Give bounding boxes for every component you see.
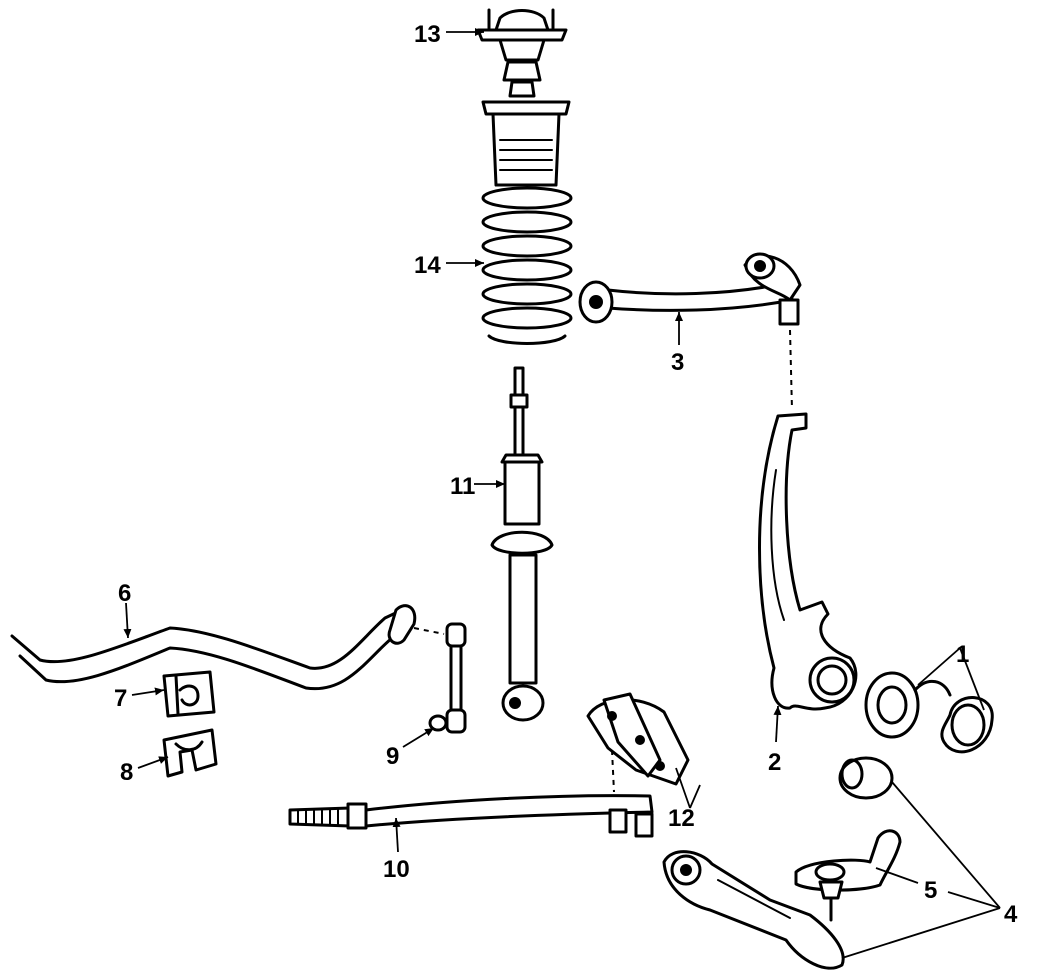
mounting-bracket-part <box>586 692 690 793</box>
callout-labels: 1 2 3 4 5 6 7 8 9 10 11 12 13 14 <box>114 21 1018 928</box>
callout-9: 9 <box>386 743 399 770</box>
callout-8: 8 <box>120 759 133 786</box>
hub-bearing-part <box>864 671 994 754</box>
callout-11: 11 <box>450 473 475 500</box>
stabilizer-bushing-part <box>162 670 216 718</box>
callout-6: 6 <box>118 580 131 607</box>
callout-3: 3 <box>671 349 684 376</box>
callout-14: 14 <box>414 252 441 279</box>
stabilizer-bar-part <box>10 604 445 691</box>
strut-mount-part <box>476 8 568 98</box>
callout-10: 10 <box>383 856 410 883</box>
callout-2: 2 <box>768 749 781 776</box>
bushing-bracket-part <box>162 728 218 778</box>
leader-lines <box>123 28 1001 959</box>
coil-spring-part <box>481 100 573 345</box>
callout-12: 12 <box>668 805 695 832</box>
callout-4: 4 <box>1004 901 1018 928</box>
ball-joint-part <box>794 829 902 922</box>
steering-knuckle-part <box>758 412 858 711</box>
strut-rod-part <box>288 794 654 838</box>
upper-control-arm-part <box>578 252 802 411</box>
callout-7: 7 <box>114 685 127 712</box>
shock-absorber-part <box>490 366 554 722</box>
callout-13: 13 <box>414 21 441 48</box>
lower-control-arm-part <box>662 756 894 970</box>
callout-1: 1 <box>956 641 969 668</box>
stabilizer-link-part <box>428 622 467 734</box>
callout-5: 5 <box>924 877 937 904</box>
